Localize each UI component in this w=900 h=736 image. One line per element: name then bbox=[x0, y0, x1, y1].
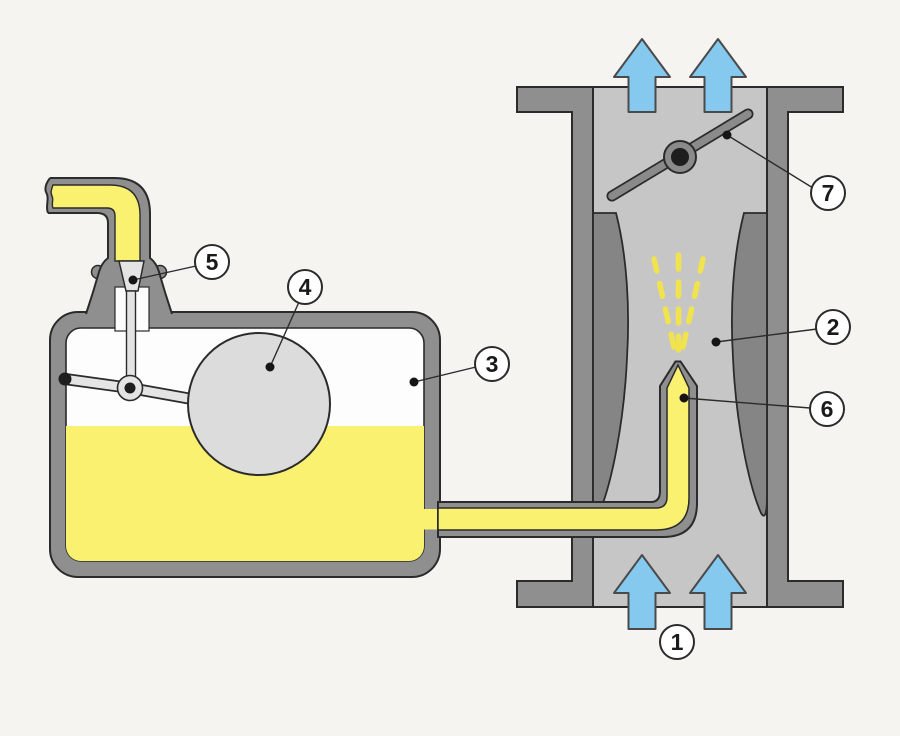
leader-line-5 bbox=[132, 265, 197, 281]
fuel-spray bbox=[651, 248, 706, 353]
callout-2: 2 bbox=[815, 309, 851, 345]
float-mechanism bbox=[58, 260, 331, 476]
fuel-line bbox=[421, 360, 698, 538]
lever-pivot-pin bbox=[124, 382, 136, 394]
leader-line-2 bbox=[715, 328, 818, 343]
callout-1: 1 bbox=[659, 624, 695, 660]
inlet-pipe-outline bbox=[44, 177, 173, 315]
valve-stem bbox=[125, 290, 137, 390]
leader-dot-7 bbox=[722, 130, 732, 140]
lever-anchor-pin bbox=[58, 372, 72, 386]
spray-left bbox=[651, 256, 677, 350]
venturi-constriction-right bbox=[731, 212, 768, 517]
leader-dot-2 bbox=[711, 337, 721, 347]
air-in-arrow-right bbox=[689, 554, 747, 630]
throttle-valve bbox=[606, 108, 754, 202]
air-out-arrow-left bbox=[613, 38, 671, 113]
callout-3: 3 bbox=[474, 346, 510, 382]
callout-dots bbox=[128, 130, 732, 403]
leader-line-6 bbox=[683, 397, 811, 409]
callout-leaders bbox=[132, 134, 818, 409]
leader-dot-5 bbox=[128, 275, 138, 285]
fuel-inlet bbox=[44, 177, 173, 332]
air-flow-arrows bbox=[613, 38, 747, 630]
callout-5: 5 bbox=[194, 244, 230, 280]
inlet-fuel bbox=[50, 184, 141, 262]
spray-right bbox=[680, 256, 706, 350]
throttle-shaft-pin bbox=[671, 148, 689, 166]
air-out-arrow-right bbox=[689, 38, 747, 113]
float bbox=[187, 332, 331, 476]
leader-line-7 bbox=[726, 134, 814, 189]
leader-line-4 bbox=[269, 301, 300, 368]
callout-6: 6 bbox=[809, 391, 845, 427]
callout-4: 4 bbox=[287, 269, 323, 305]
leader-dot-4 bbox=[265, 362, 275, 372]
leader-dot-6 bbox=[679, 393, 689, 403]
fuel-nozzle bbox=[437, 363, 690, 531]
fuel-line-junction bbox=[421, 509, 440, 530]
callout-7: 7 bbox=[810, 175, 846, 211]
leader-dot-3 bbox=[409, 377, 419, 387]
leader-line-3 bbox=[413, 366, 477, 383]
air-in-arrow-left bbox=[613, 554, 671, 630]
venturi-right-wall bbox=[766, 86, 844, 608]
